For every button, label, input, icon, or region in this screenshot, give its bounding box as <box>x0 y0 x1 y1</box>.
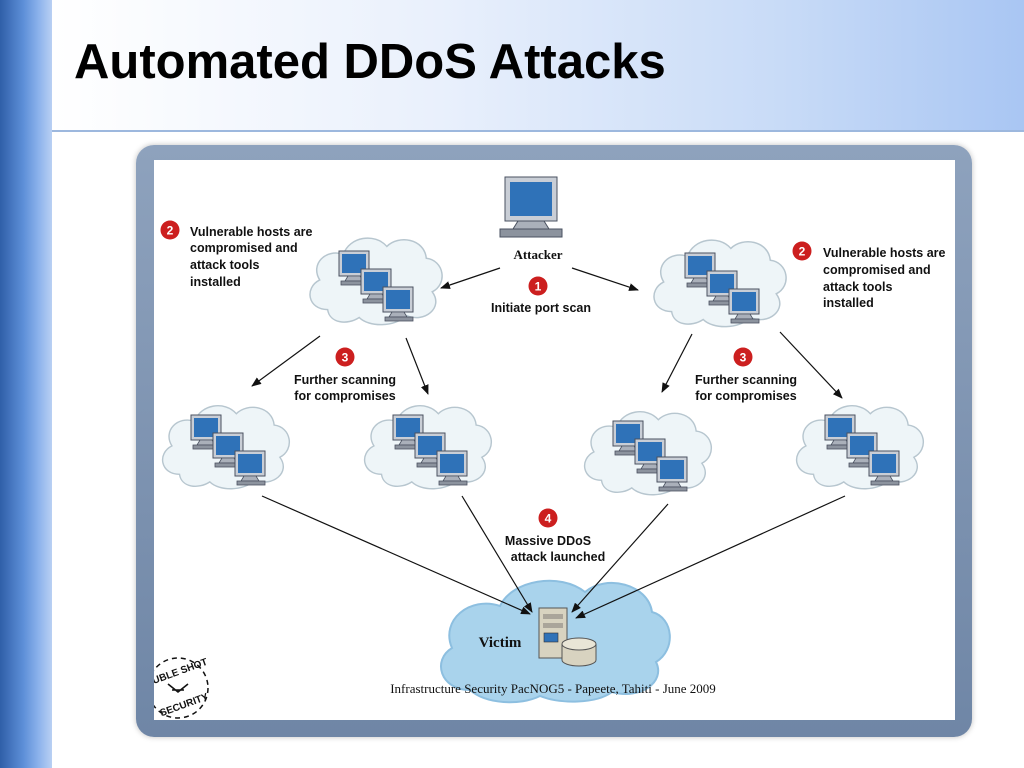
step-3-left-text: Further scanning for compromises <box>294 373 396 403</box>
compromised-hosts-cloud-left <box>309 237 443 326</box>
arrow-right-inner <box>661 333 693 393</box>
svg-text:Vulnerable hosts are: Vulnerable hosts are <box>190 225 313 239</box>
step-2-left-badge: 2 <box>160 220 180 240</box>
step-3-right-text: Further scanning for compromises <box>695 373 797 403</box>
step-1-badge: 1 <box>528 276 548 296</box>
arrow-attacker-right <box>571 267 639 291</box>
attack-arrow-2 <box>461 495 533 613</box>
svg-text:attack tools: attack tools <box>823 280 893 294</box>
step-4-text: Massive DDoS attack launched <box>505 534 605 564</box>
step-3-right-badge: 3 <box>733 347 753 367</box>
attacker-computer-icon <box>499 176 563 238</box>
step-4-badge: 4 <box>538 508 558 528</box>
title-banner <box>52 0 1024 132</box>
svg-text:installed: installed <box>823 296 874 310</box>
svg-text:for compromises: for compromises <box>294 389 395 403</box>
arrow-attacker-left <box>440 267 501 289</box>
attack-arrow-1 <box>261 495 531 615</box>
victim-server-icon <box>538 607 597 667</box>
svg-text:compromised and: compromised and <box>190 241 298 255</box>
victim-label: Victim <box>479 635 522 651</box>
step-3-left-badge: 3 <box>335 347 355 367</box>
svg-text:installed: installed <box>190 275 241 289</box>
svg-text:Massive DDoS: Massive DDoS <box>505 534 591 548</box>
arrow-left-outer <box>251 335 321 387</box>
svg-text:3: 3 <box>740 351 747 365</box>
compromised-hosts-cloud-right <box>653 239 787 328</box>
step-2-right-badge: 2 <box>792 241 812 261</box>
svg-text:Further scanning: Further scanning <box>695 373 797 387</box>
zombie-hosts-cloud-2 <box>363 404 493 490</box>
attack-arrow-4 <box>575 495 846 619</box>
svg-text:4: 4 <box>545 512 552 526</box>
zombie-hosts-cloud-1 <box>161 404 291 490</box>
arrow-right-outer <box>779 331 843 399</box>
left-accent-bar <box>0 0 52 768</box>
slide-title: Automated DDoS Attacks <box>74 35 666 89</box>
zombie-hosts-cloud-3 <box>583 410 713 496</box>
svg-text:attack tools: attack tools <box>190 258 260 272</box>
svg-text:3: 3 <box>342 351 349 365</box>
ddos-diagram-svg: Attacker 1 Initiate port scan 2 Vulnerab… <box>137 176 946 719</box>
diagram-footer: Infrastructure Security PacNOG5 - Papeet… <box>390 681 716 696</box>
attack-arrow-3 <box>571 503 669 613</box>
double-shot-security-logo: DOUBLE SHOT SECURITY <box>137 657 210 719</box>
step-1-text: Initiate port scan <box>491 301 591 315</box>
svg-text:Further scanning: Further scanning <box>294 373 396 387</box>
attacker-label: Attacker <box>513 247 562 262</box>
ddos-diagram: Attacker 1 Initiate port scan 2 Vulnerab… <box>137 160 955 720</box>
zombie-hosts-cloud-4 <box>795 404 925 490</box>
svg-text:for compromises: for compromises <box>695 389 796 403</box>
arrow-left-inner <box>405 337 429 395</box>
step-2-left-text: Vulnerable hosts are compromised and att… <box>190 225 313 289</box>
svg-text:DOUBLE SHOT: DOUBLE SHOT <box>154 657 209 692</box>
svg-text:2: 2 <box>799 245 806 259</box>
svg-text:1: 1 <box>535 280 542 294</box>
step-2-right-text: Vulnerable hosts are compromised and att… <box>823 246 946 310</box>
svg-text:attack launched: attack launched <box>511 550 605 564</box>
svg-text:compromised and: compromised and <box>823 263 931 277</box>
svg-text:Vulnerable hosts are: Vulnerable hosts are <box>823 246 946 260</box>
svg-text:2: 2 <box>167 224 174 238</box>
